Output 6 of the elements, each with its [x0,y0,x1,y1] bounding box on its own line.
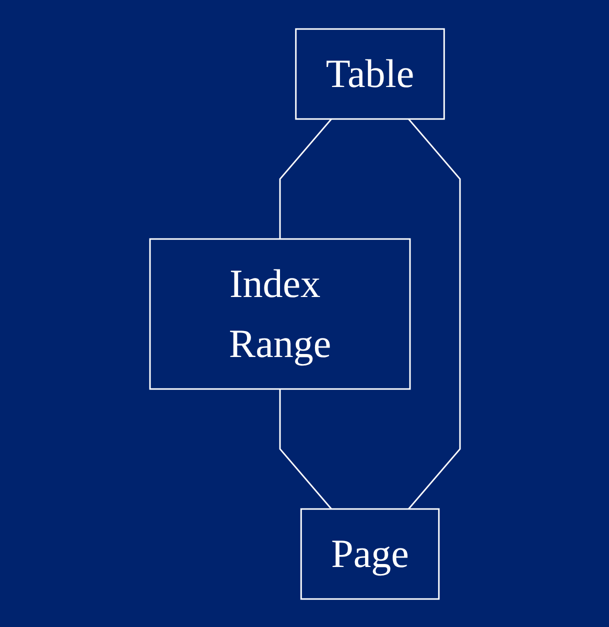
connector [278,388,332,509]
node-box: Page [300,508,440,600]
connector [278,118,332,238]
node-box: Index Range [148,238,410,390]
node-box: Table [294,28,444,120]
connector [408,118,460,509]
